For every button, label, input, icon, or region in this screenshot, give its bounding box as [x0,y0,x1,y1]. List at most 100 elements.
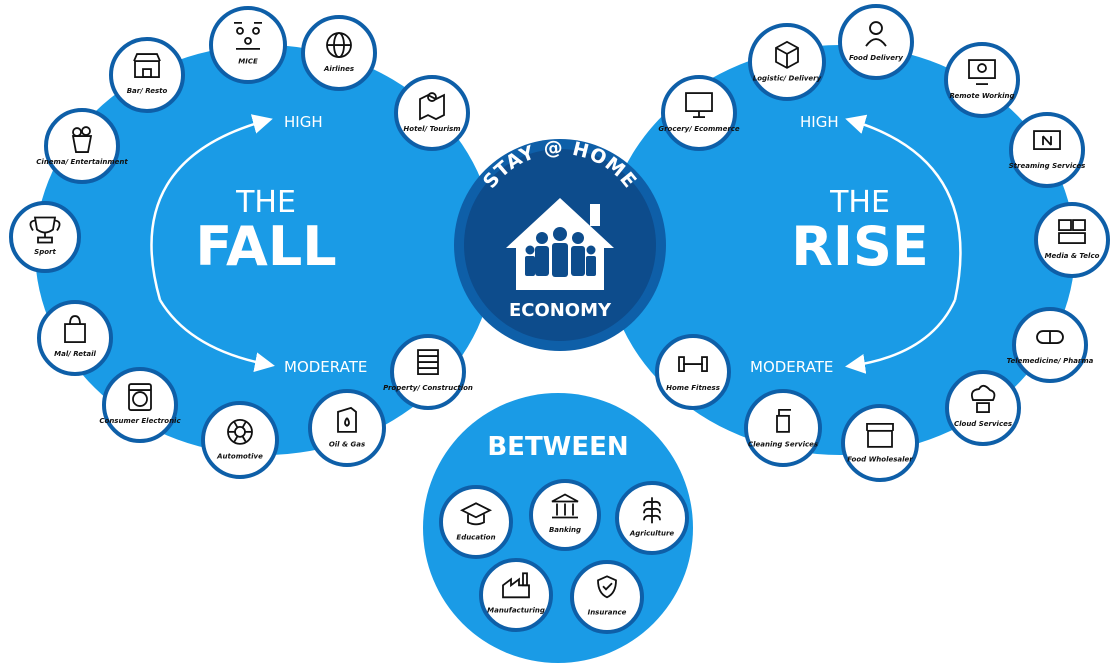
rise-item-label: Telemedicine/ Pharma [1007,357,1094,365]
fall-item-label: Bar/ Resto [127,87,168,95]
fall-item-oil-gas: Oil & Gas [308,389,386,467]
shopping-bag-icon [64,315,86,343]
between-item-label: Insurance [588,609,627,617]
center-hub: STAY @ HOME ECONOMY [454,137,666,351]
fall-item-label: Hotel/ Tourism [403,125,460,133]
video-call-icon [968,59,996,85]
between-item-label: Banking [549,526,581,534]
people-network-icon [234,21,262,50]
market-stall-icon [866,422,894,448]
rise-item-label: Food Wholesaler [847,456,913,464]
fall-item-sport: Sport [9,201,81,273]
fall-item-consumer-electronic: Consumer Electronic [99,367,181,443]
fall-title-small: THE [235,185,296,220]
streaming-screen-icon [1033,130,1061,150]
rise-item-label: Cloud Services [954,420,1012,428]
between-item-manufacturing: Manufacturing [479,558,553,632]
rise-item-media-telco: Media & Telco [1034,202,1110,278]
rise-item-label: Logistic/ Delivery [753,75,822,83]
between-item-agriculture: Agriculture [615,481,689,555]
wheel-icon [227,418,253,445]
shield-hands-icon [597,575,617,599]
fall-item-cinema-entertainment: Cinema/ Entertainment [36,108,128,184]
rise-item-label: Food Delivery [849,54,903,62]
rise-item-label: Streaming Services [1009,162,1086,170]
between-item-label: Manufacturing [487,607,545,615]
fall-item-bar-resto: Bar/ Resto [109,37,185,113]
fall-arc-arrow-high [150,114,273,301]
between-title: BETWEEN [487,432,628,462]
fall-item-label: Cinema/ Entertainment [36,158,128,166]
cloud-server-icon [970,384,996,413]
globe-plane-icon [326,32,352,58]
fall-moderate-label: MODERATE [284,358,367,376]
fall-high-label: HIGH [284,113,323,131]
rise-item-label: Remote Working [949,92,1014,100]
rise-item-telemedicine-pharma: Telemedicine/ Pharma [1007,307,1094,383]
rise-item-label: Home Fitness [666,384,720,392]
storefront-icon [133,53,161,78]
fall-arc-arrow-moderate [158,299,275,373]
fall-item-airlines: Airlines [301,15,377,91]
graduation-cap-icon [459,502,493,526]
fall-item-automotive: Automotive [201,401,279,479]
rise-item-grocery-ecommerce: Grocery/ Ecommerce [658,75,740,151]
between-item-label: Agriculture [629,530,675,538]
fall-item-label: Airlines [323,65,354,73]
fall-item-label: Property/ Construction [383,384,473,392]
delivery-person-icon [865,21,887,47]
rise-item-label: Cleaning Services [748,441,818,449]
fall-item-mice: MICE [209,6,287,84]
building-icon [417,349,439,375]
trophy-icon [29,216,61,244]
between-item-banking: Banking [529,479,601,551]
factory-icon [502,572,530,599]
fall-item-label: Oil & Gas [329,441,365,449]
bank-building-icon [551,493,579,519]
fall-item-hotel-tourism: Hotel/ Tourism [394,75,470,151]
package-icon [775,40,799,69]
between-item-label: Education [456,534,495,542]
media-devices-icon [1058,219,1086,244]
rise-item-cleaning-services: Cleaning Services [744,389,822,467]
rise-high-label: HIGH [800,113,839,131]
rise-arc-arrow-moderate [845,299,957,374]
pill-capsule-icon [1036,330,1064,344]
fall-region [35,45,495,455]
dumbbell-icon [678,356,708,372]
rise-item-home-fitness: Home Fitness [655,334,731,410]
oil-canister-icon [337,406,357,433]
wheat-icon [643,497,661,524]
cart-monitor-icon [685,92,713,118]
fall-item-mal-retail: Mal/ Retail [37,300,113,376]
rise-item-label: Media & Telco [1045,252,1100,260]
fall-item-label: Automotive [216,453,263,461]
washing-machine-icon [128,383,152,411]
fall-item-label: MICE [238,58,258,66]
fall-item-label: Mal/ Retail [54,350,96,358]
rise-arc-arrow-high [845,114,962,301]
rise-moderate-label: MODERATE [750,358,833,376]
rise-item-food-delivery: Food Delivery [838,4,914,80]
center-bottom-text: ECONOMY [509,300,612,321]
rise-item-food-wholesaler: Food Wholesaler [841,404,919,482]
popcorn-icon [71,126,93,153]
rise-title-small: THE [829,185,890,220]
fall-item-label: Consumer Electronic [99,417,181,425]
map-pin-icon [419,92,445,121]
rise-title-big: RISE [791,215,928,278]
fall-item-label: Sport [34,248,56,256]
cleaning-spray-icon [776,408,791,433]
rise-item-logistic-delivery: Logistic/ Delivery [748,23,826,101]
rise-item-streaming-services: Streaming Services [1009,112,1086,188]
rise-item-remote-working: Remote Working [944,42,1020,118]
fall-title-big: FALL [195,215,336,278]
rise-item-cloud-services: Cloud Services [945,370,1021,446]
fall-item-property-construction: Property/ Construction [383,334,473,410]
between-item-education: Education [439,485,513,559]
house-family-icon [506,198,614,290]
rise-item-label: Grocery/ Ecommerce [658,125,740,133]
